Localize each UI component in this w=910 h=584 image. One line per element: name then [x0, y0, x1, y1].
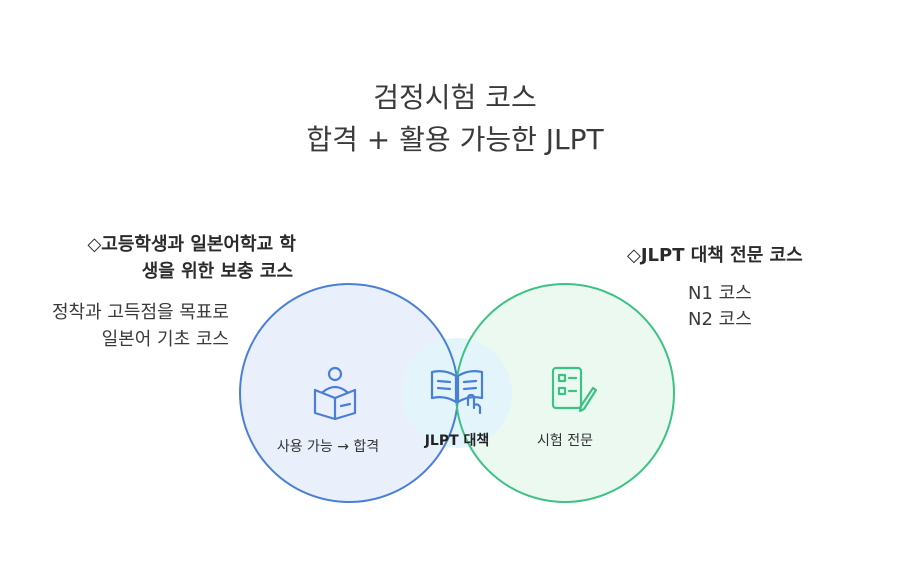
right-item-n1: N1 코스 [688, 283, 752, 304]
reading-person-icon [313, 366, 357, 421]
diagram-title-line1: 검정시험 코스 [373, 81, 537, 114]
center-overlap-label: JLPT 대책 [424, 433, 490, 449]
right-heading: ◇JLPT 대책 전문 코스 [627, 245, 803, 266]
left-desc-line1: 정착과 고득점을 목표로 [51, 302, 229, 323]
right-item-n2: N2 코스 [688, 309, 752, 330]
left-heading-line1: ◇고등학생과 일본어학교 학 [87, 234, 296, 255]
right-circle-label: 시험 전문 [537, 433, 593, 449]
left-circle-label: 사용 가능 → 합격 [276, 439, 380, 455]
left-heading-line2: 생을 위한 보충 코스 [141, 261, 293, 282]
diagram-title-line2: 합격 + 활용 가능한 JLPT [306, 123, 604, 156]
open-book-icon [430, 370, 484, 415]
checklist-pencil-icon [551, 366, 598, 413]
left-desc-line2: 일본어 기초 코스 [101, 329, 229, 350]
